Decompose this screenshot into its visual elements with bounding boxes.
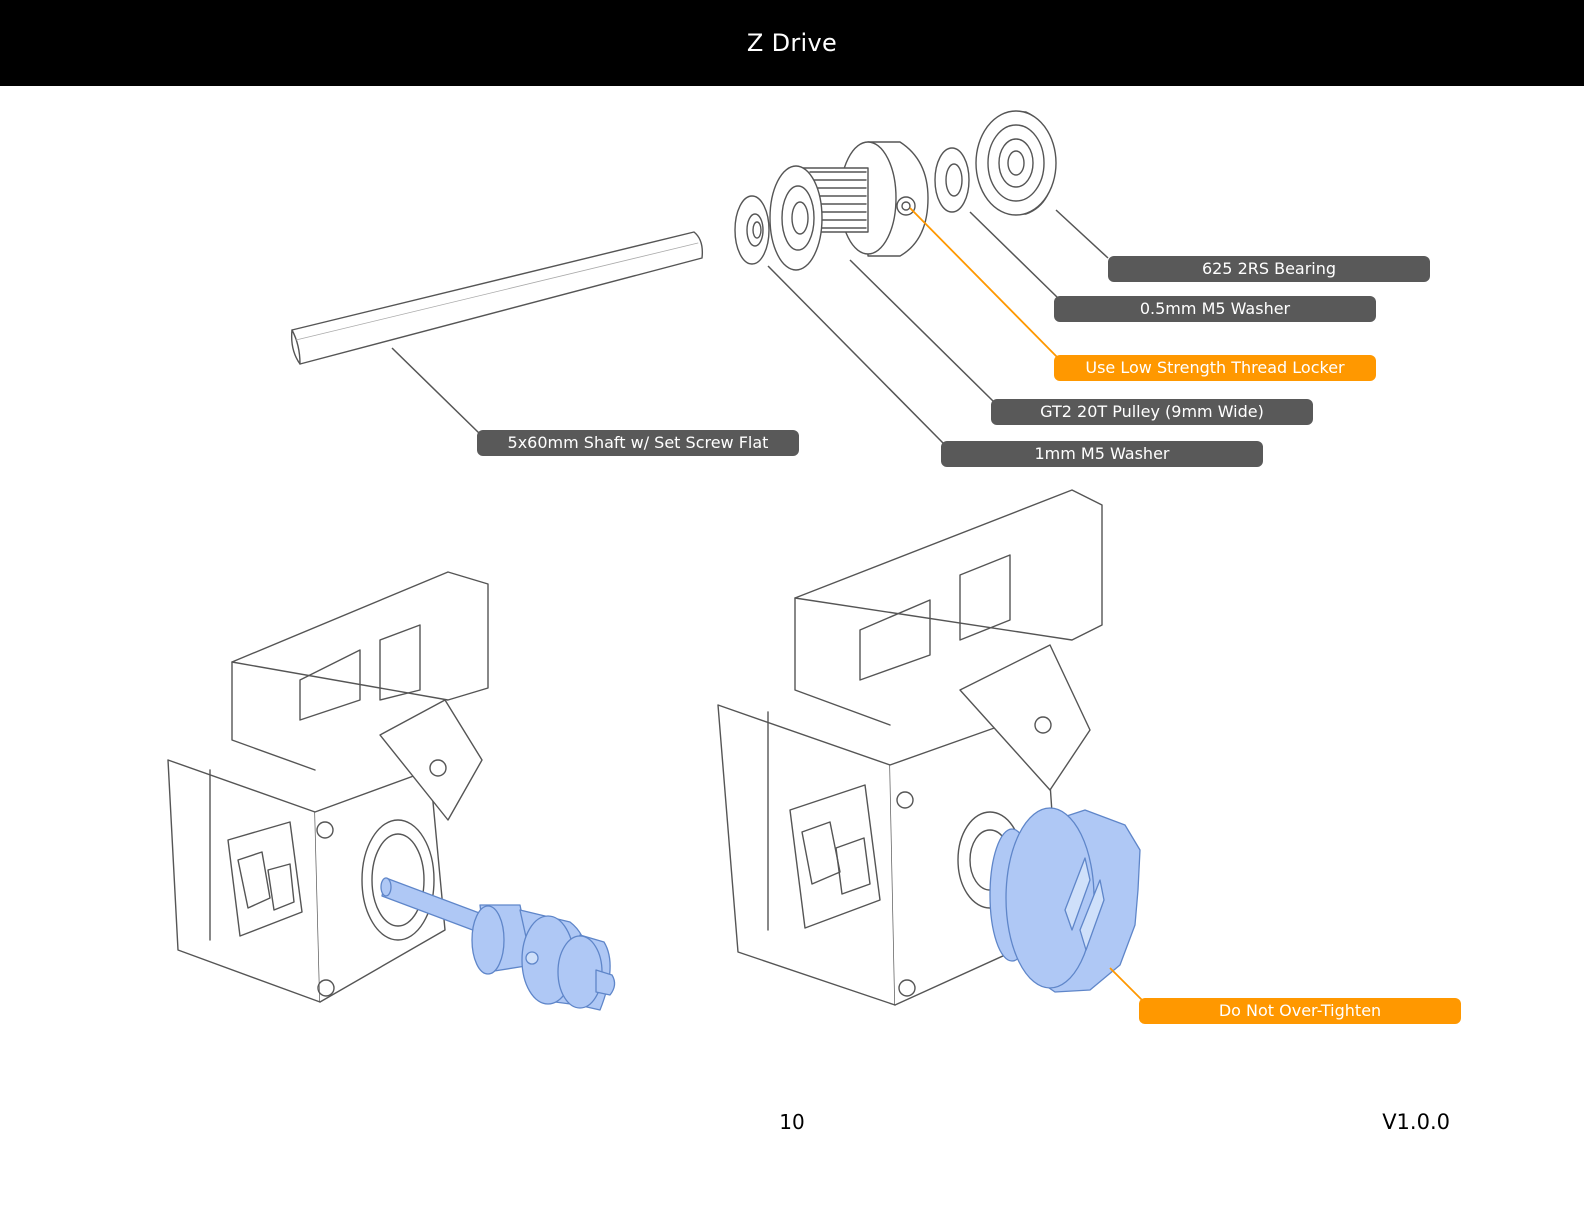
page-title: Z Drive — [746, 29, 838, 57]
callout-shaft: 5x60mm Shaft w/ Set Screw Flat — [477, 430, 799, 456]
page-number: 10 — [779, 1110, 805, 1134]
callout-washer-one: 1mm M5 Washer — [941, 441, 1263, 467]
highlighted-shaft-pulley — [380, 877, 616, 1011]
housing-left-drawing — [167, 571, 489, 1003]
callout-pulley: GT2 20T Pulley (9mm Wide) — [991, 399, 1313, 425]
leader-pulley — [849, 259, 995, 403]
leader-shaft — [391, 347, 481, 435]
pulley-drawing — [769, 141, 929, 271]
callout-washer-half: 0.5mm M5 Washer — [1054, 296, 1376, 322]
bearing-drawing — [975, 110, 1057, 216]
highlighted-knob — [989, 807, 1141, 993]
housing-right-drawing — [717, 489, 1103, 1006]
version-label: V1.0.0 — [1382, 1110, 1450, 1134]
callout-no-overtighten: Do Not Over-Tighten — [1139, 998, 1461, 1024]
washer-half-mm-drawing — [934, 147, 970, 213]
leader-bearing — [1055, 209, 1109, 259]
page-header: Z Drive — [0, 0, 1584, 86]
leader-no-overtighten — [1109, 967, 1143, 1001]
callout-thread-locker: Use Low Strength Thread Locker — [1054, 355, 1376, 381]
washer-1mm-drawing — [734, 195, 770, 265]
leader-washer-half — [969, 211, 1059, 299]
leader-washer-one — [767, 265, 945, 445]
shaft-drawing — [290, 231, 704, 365]
callout-bearing: 625 2RS Bearing — [1108, 256, 1430, 282]
leader-thread-locker — [909, 207, 1059, 359]
